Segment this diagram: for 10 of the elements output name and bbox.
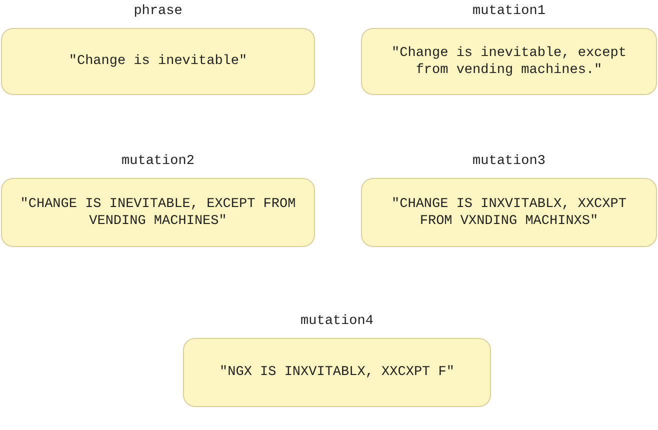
node-heading: mutation3 (472, 154, 546, 170)
quoted-text: "CHANGE IS INXVITABLX, XXCXPT FROM VXNDING MACHINXS" (390, 196, 628, 230)
node-heading: mutation1 (472, 4, 546, 20)
quoted-text: "Change is inevitable, except from vending machines." (390, 44, 628, 78)
node-heading: mutation2 (120, 154, 196, 170)
quoted-text: "Change is inevitable" (68, 53, 248, 70)
quoted-text: "NGX IS INXVITABLX, XXCXPT F" (218, 364, 456, 381)
quoted-text: "CHANGE IS INEVITABLE, EXCEPT FROM VENDING MACHINES" (19, 196, 297, 230)
node-heading: phrase (132, 4, 184, 20)
node-heading: mutation4 (300, 314, 374, 330)
